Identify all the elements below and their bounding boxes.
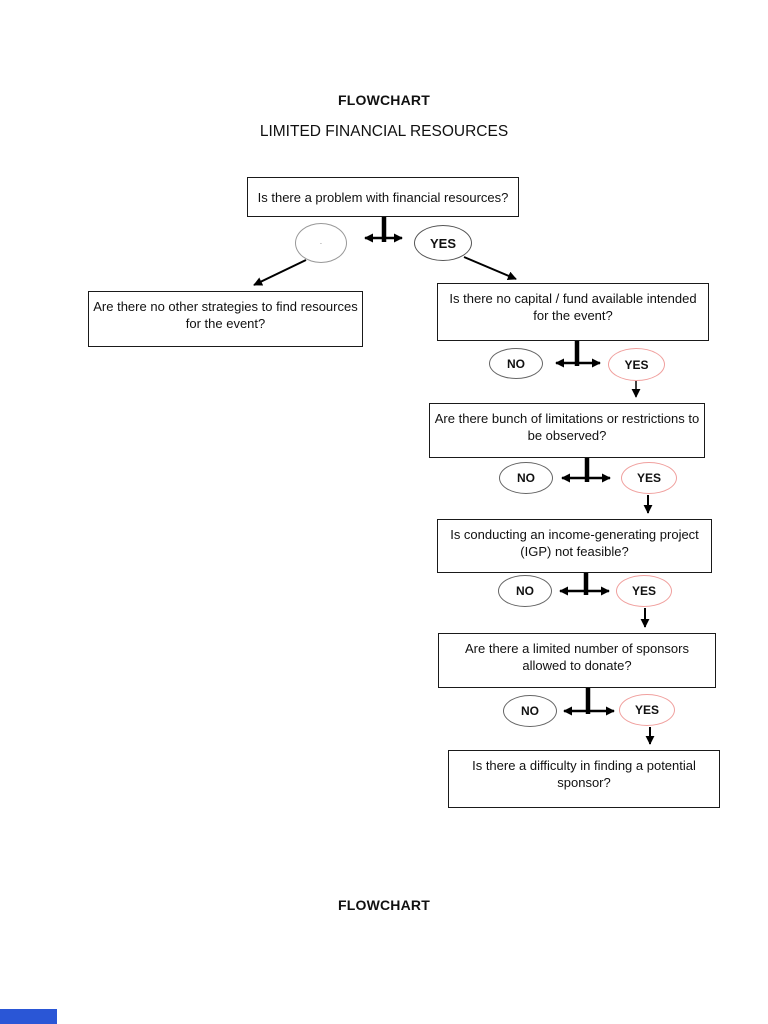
page-subtitle: LIMITED FINANCIAL RESOURCES xyxy=(259,123,509,140)
decision-yes-label: YES xyxy=(429,235,456,251)
connector-no-to-q2 xyxy=(253,259,307,286)
page-title: FLOWCHART xyxy=(337,92,430,108)
decision-no-label: NO xyxy=(517,471,535,485)
flowchart-box-q6-text: Are there a limited number of sponsors a… xyxy=(465,641,689,673)
flowchart-box-q5: Is conducting an income-generating proje… xyxy=(437,519,712,573)
decision-ellipse-yes-5: YES xyxy=(619,694,675,726)
decision-ellipse-yes-4: YES xyxy=(616,575,672,607)
connector-q5-branch xyxy=(559,573,650,628)
decision-yes-label: YES xyxy=(636,471,661,485)
decision-ellipse-yes-2: YES xyxy=(608,348,665,381)
decision-ellipse-no-2: NO xyxy=(489,348,543,379)
decision-yes-label: YES xyxy=(624,357,649,372)
flowchart-box-q2: Are there no other strategies to find re… xyxy=(88,291,363,347)
connector-q1-branch xyxy=(364,217,403,243)
flowchart-box-q4-text: Are there bunch of limitations or restri… xyxy=(434,411,700,443)
flowchart-box-q1: Is there a problem with financial resour… xyxy=(247,177,519,217)
decision-no-label: NO xyxy=(507,356,525,371)
decision-yes-label: YES xyxy=(631,584,656,598)
flowchart-box-q6: Are there a limited number of sponsors a… xyxy=(438,633,716,688)
flowchart-box-q7-text: Is there a difficulty in finding a poten… xyxy=(472,758,696,790)
decision-ellipse-no-3: NO xyxy=(499,462,553,494)
decision-ellipse-no-4: NO xyxy=(498,575,552,607)
connector-q4-branch xyxy=(561,458,653,514)
flowchart-box-q3: Is there no capital / fund available int… xyxy=(437,283,709,341)
flowchart-box-q4: Are there bunch of limitations or restri… xyxy=(429,403,705,458)
decision-ellipse-unlabeled: · xyxy=(295,223,347,263)
bottom-left-blue-marker xyxy=(0,1009,57,1024)
connector-q6-branch xyxy=(563,688,655,745)
flowchart-box-q3-text: Is there no capital / fund available int… xyxy=(449,291,697,323)
decision-ellipse-yes-1: YES xyxy=(414,225,472,261)
decision-yes-label: YES xyxy=(634,703,659,717)
flowchart-box-q1-text: Is there a problem with financial resour… xyxy=(257,189,509,205)
flowchart-box-q5-text: Is conducting an income-generating proje… xyxy=(450,527,699,559)
footer-title: FLOWCHART xyxy=(337,897,430,913)
decision-ellipse-no-5: NO xyxy=(503,695,557,727)
decision-ellipse-yes-3: YES xyxy=(621,462,677,494)
decision-no-label: NO xyxy=(516,584,534,598)
connector-yes-to-q3 xyxy=(463,256,517,280)
decision-ellipse-unlabeled-mark: · xyxy=(319,238,323,248)
decision-no-label: NO xyxy=(521,704,539,718)
flowchart-box-q2-text: Are there no other strategies to find re… xyxy=(93,299,358,331)
connector-q3-branch xyxy=(555,341,641,398)
flowchart-box-q7: Is there a difficulty in finding a poten… xyxy=(448,750,720,808)
